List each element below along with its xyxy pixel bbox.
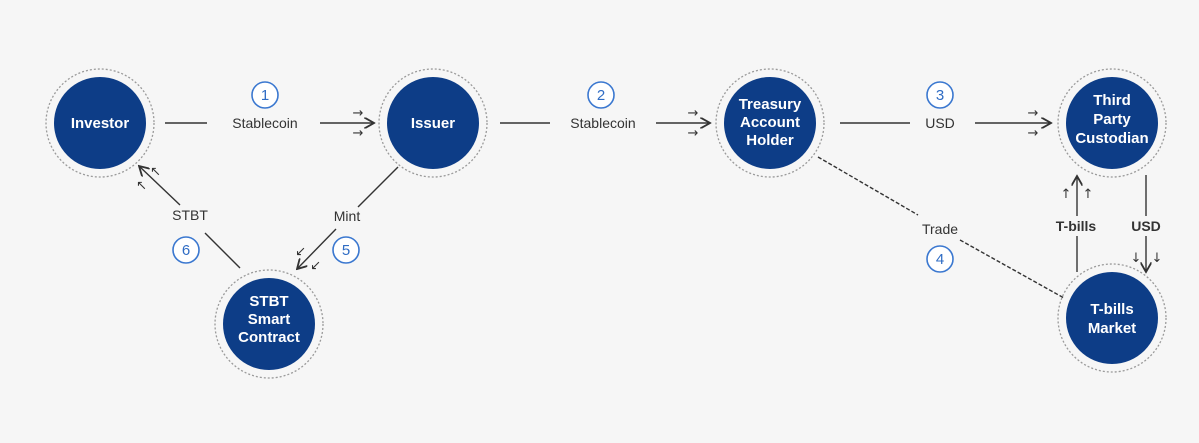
node-label: Treasury [739,96,802,113]
step-number: 3 [936,87,944,104]
edge-label: Trade [922,221,958,237]
arrow-up-left-icon: ↑ [147,163,165,181]
node-third-party-custodian: Third Party Custodian [1057,68,1167,178]
step-badge [926,81,954,109]
step-badge [251,81,279,109]
edge-issuer-treasury: Stablecoin → → 2 [500,81,710,141]
edge-label: USD [1131,218,1161,234]
node-label: Account [740,114,800,131]
step-number: 4 [936,251,944,268]
node-label: Smart [248,311,291,328]
edge-treasury-market-trade: Trade 4 [817,156,1065,299]
edge-investor-issuer: Stablecoin → → 1 [165,81,374,141]
node-label: Third [1093,92,1131,109]
edge-treasury-custodian: USD → → 3 [840,81,1051,141]
arrow-down-icon: ↓ [1131,251,1142,266]
node-issuer: Issuer [378,68,488,178]
node-stbt-smart-contract: STBT Smart Contract [214,269,324,379]
edge-label: Stablecoin [570,115,635,131]
step-badge [926,245,954,273]
node-label: Market [1088,320,1136,337]
edge-label: USD [925,115,955,131]
node-label: Custodian [1075,130,1148,147]
arrow-right-icon: → [1028,106,1039,121]
arrow-right-icon: → [353,106,364,121]
edge-label: Stablecoin [232,115,297,131]
step-number: 1 [261,87,269,104]
arrow-down-icon: ↓ [1152,251,1163,266]
node-label: Holder [746,132,794,149]
step-number: 6 [182,242,190,259]
step-badge [332,236,360,264]
node-label: Party [1093,111,1131,128]
node-label: STBT [249,293,288,310]
step-badge [587,81,615,109]
edge-label: Mint [334,208,361,224]
arrow-right-icon: → [688,106,699,121]
node-label: Investor [71,115,130,132]
arrow-up-icon: ↑ [1083,187,1094,202]
step-number: 5 [342,242,350,259]
arrow-right-icon: → [353,126,364,141]
arrow-down-left-icon: ↓ [305,257,323,275]
node-treasury-account-holder: Treasury Account Holder [715,68,825,178]
node-label: Contract [238,329,300,346]
node-tbills-market: T-bills Market [1057,263,1167,373]
step-badge [172,236,200,264]
edge-issuer-stbt-mint: Mint ↓ ↓ 5 [290,166,399,276]
edge-stbt-investor: STBT ↑ ↑ 6 [133,163,241,269]
edge-label: STBT [172,207,208,223]
arrow-right-icon: → [688,126,699,141]
arrow-up-icon: ↑ [1061,187,1072,202]
edge-label: T-bills [1056,218,1097,234]
arrow-right-icon: → [1028,126,1039,141]
node-label: Issuer [411,115,455,132]
node-investor: Investor [45,68,155,178]
edge-market-custodian-tbills: T-bills ↑ ↑ [1044,176,1110,272]
edge-custodian-market-usd: USD ↓ ↓ [1126,175,1166,272]
node-label: T-bills [1090,301,1133,318]
arrow-up-left-icon: ↑ [133,177,151,195]
step-number: 2 [597,87,605,104]
